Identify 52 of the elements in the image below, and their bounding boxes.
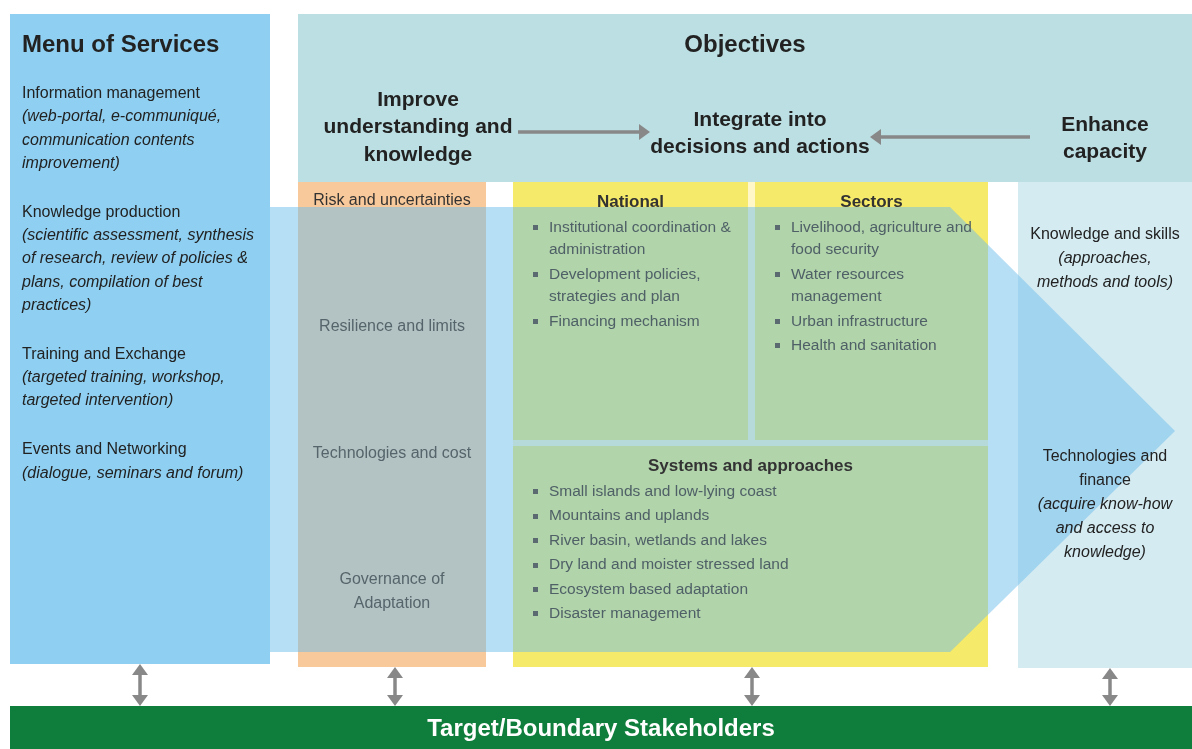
service-name: Training and Exchange xyxy=(22,343,187,364)
section-heading: National xyxy=(595,191,666,213)
stakeholders-bar: Target/Boundary Stakeholders xyxy=(10,706,1192,749)
capacity-description: (acquire know-how and access to knowledge) xyxy=(1036,494,1174,562)
service-description: (scientific assessment, synthesis of research, review of policies & plans, compilation of best practices) xyxy=(22,225,256,315)
bullet-item: River basin, wetlands and lakes xyxy=(523,528,978,552)
bullet-item: Disaster management xyxy=(523,602,978,625)
focus-column xyxy=(298,182,486,667)
focus-section xyxy=(513,446,988,667)
focus-area-box xyxy=(513,182,988,667)
arrow xyxy=(870,129,1030,145)
bullet-item: Livelihood, agriculture and food security xyxy=(765,215,978,261)
column-item: Governance of Adaptation xyxy=(338,569,446,613)
bullet-item: Small islands and low-lying coast xyxy=(523,479,978,503)
bullet-item: Financing mechanism xyxy=(523,309,738,333)
service-description: (web-portal, e-communiqué, communication contents improvement) xyxy=(22,106,223,173)
services-panel xyxy=(10,14,270,664)
capacity-column xyxy=(1018,182,1192,668)
service-name: Events and Networking xyxy=(22,439,188,460)
focus-section xyxy=(755,182,988,440)
bullet-item: Mountains and uplands xyxy=(523,504,978,527)
bullet-item: Health and sanitation xyxy=(765,334,978,357)
arrow xyxy=(1102,668,1118,706)
objective-heading: Enhance capacity xyxy=(1030,105,1180,169)
column-heading: Risk and uncertainties xyxy=(312,190,472,210)
column-item: Resilience and limits xyxy=(318,316,466,337)
service-name: Information management xyxy=(22,83,201,104)
service-name: Knowledge production xyxy=(22,201,182,222)
section-heading: Sectors xyxy=(839,191,904,213)
capacity-item: Technologies and finance xyxy=(1041,446,1169,490)
bullet-item: Water resources management xyxy=(765,262,978,308)
capacity-description: (approaches, methods and tools) xyxy=(1035,248,1175,292)
bullet-item: Institutional coordination & administration xyxy=(523,215,738,261)
objective-heading: Improve understanding and knowledge xyxy=(318,80,518,172)
arrow xyxy=(387,667,403,706)
panel-heading: Menu of Services xyxy=(22,29,221,59)
arrow xyxy=(132,664,148,706)
bullet-item: Development policies, strategies and plan xyxy=(523,262,738,308)
service-description: (targeted training, workshop, targeted intervention) xyxy=(22,367,226,411)
capacity-item: Knowledge and skills xyxy=(1029,224,1181,244)
service-description: (dialogue, seminars and forum) xyxy=(22,462,245,483)
objective-heading: Integrate into decisions and actions xyxy=(650,86,870,178)
column-item: Technologies and cost xyxy=(311,442,473,463)
panel-heading: Objectives xyxy=(683,29,807,59)
section-heading: Systems and approaches xyxy=(647,455,854,477)
bullet-item: Ecosystem based adaptation xyxy=(523,577,978,601)
arrow xyxy=(744,667,760,706)
bullet-item: Urban infrastructure xyxy=(765,309,978,333)
bullet-item: Dry land and moister stressed land xyxy=(523,553,978,576)
arrow xyxy=(518,124,650,140)
focus-section xyxy=(513,182,748,440)
objectives-panel xyxy=(298,14,1192,182)
